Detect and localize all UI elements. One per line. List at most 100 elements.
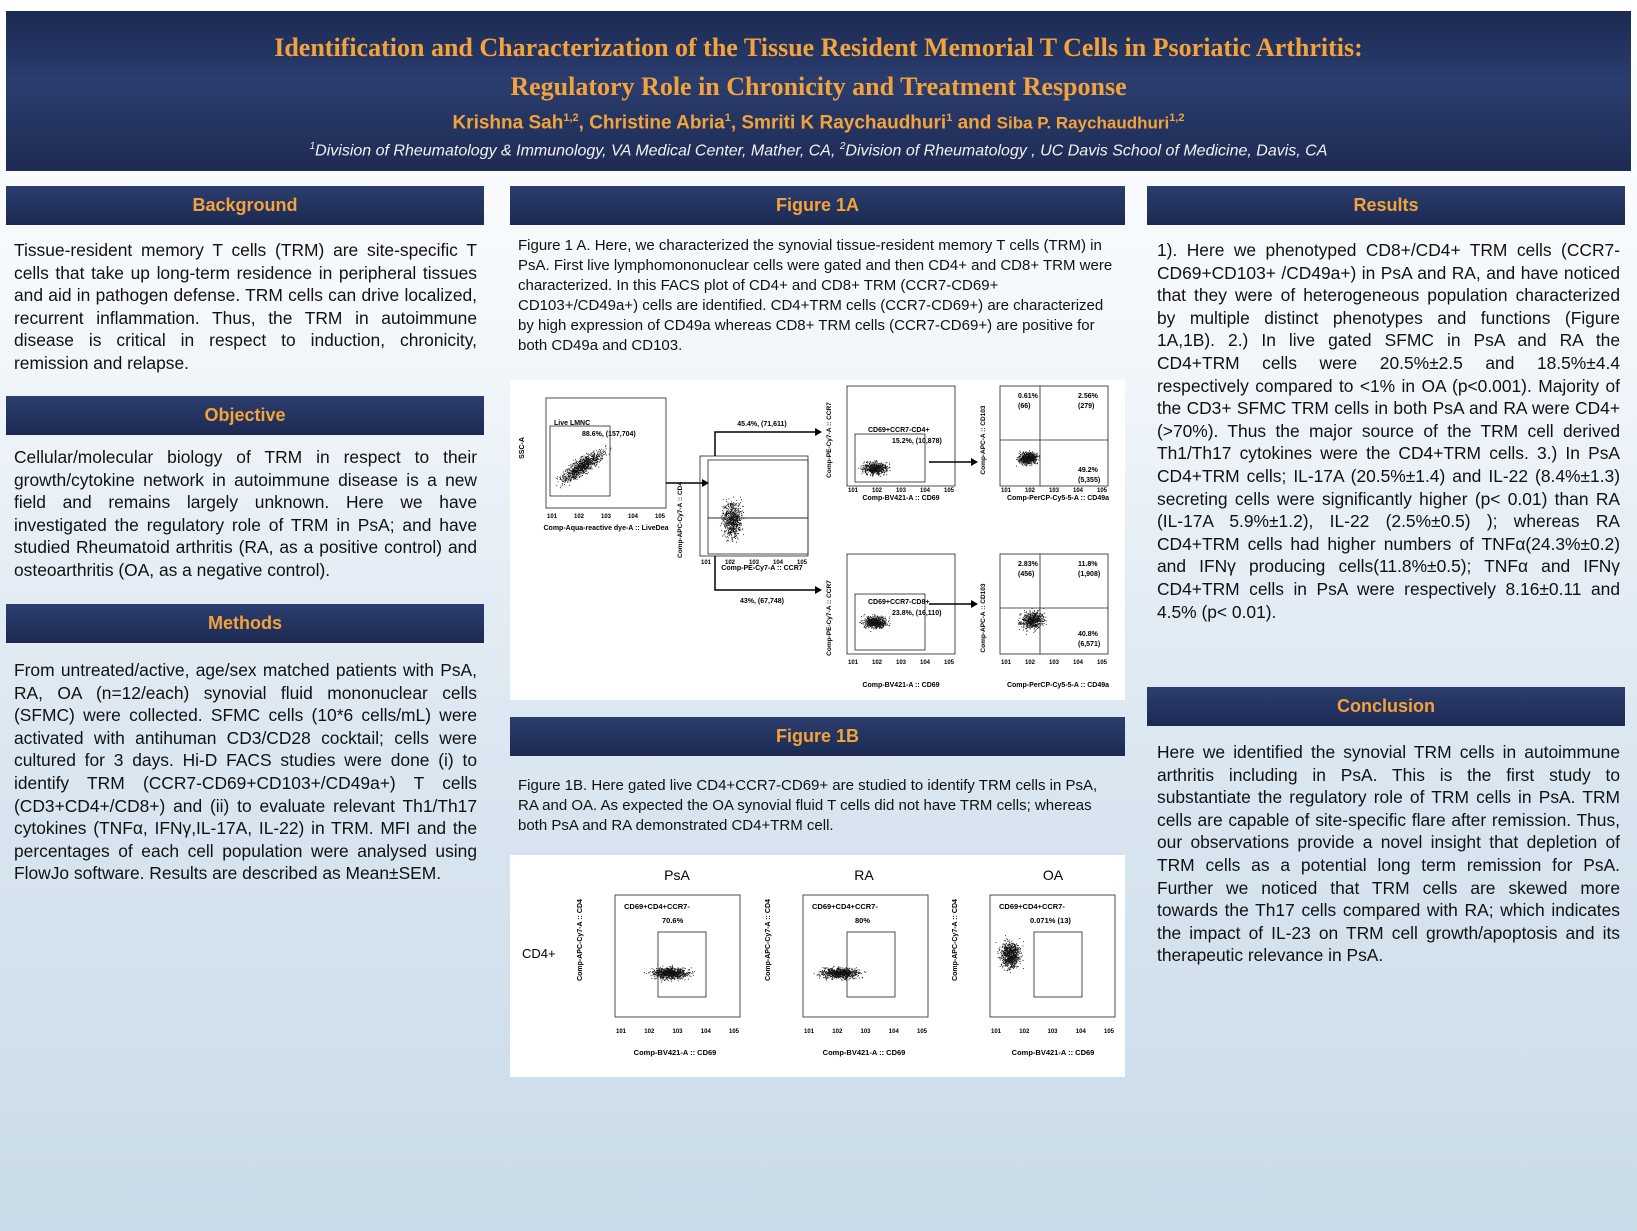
event-dot [876,626,877,627]
event-dot [569,472,571,474]
event-dot [583,469,585,470]
event-dot [584,461,586,463]
x-tick-label: 102 [872,488,883,494]
event-dot [1027,460,1029,462]
event-dot [733,508,735,510]
event-dot [738,512,740,514]
event-dot [671,976,672,977]
event-dot [1031,618,1032,620]
event-dot [1019,623,1021,625]
event-dot [737,517,739,519]
event-dot [683,969,685,971]
event-dot [662,971,664,973]
event-dot [1023,616,1024,618]
event-dot [725,523,727,525]
event-dot [867,625,868,627]
event-dot [877,616,878,618]
event-dot [724,532,726,534]
event-dot [659,968,661,970]
event-dot [883,467,885,469]
event-dot [866,461,868,463]
event-dot [732,508,734,509]
event-dot [1029,465,1031,467]
event-dot [877,470,879,472]
event-dot [739,516,740,517]
event-dot [876,466,877,467]
event-dot [592,452,594,454]
event-dot [1032,625,1034,627]
event-dot [873,465,875,466]
event-dot [588,462,590,464]
facs-plot-cd4-trm-gate: Comp-PE-Cy7-A :: CCR7 CD69+CCR7-CD4+ 15.… [826,385,978,502]
event-dot [1020,613,1022,615]
event-dot [593,457,594,459]
event-dot [1028,452,1029,454]
event-dot [740,518,742,520]
event-dot [864,468,865,470]
event-dot [1025,628,1026,630]
event-dot [878,465,880,466]
event-dot [866,473,867,474]
event-dot [879,617,881,619]
event-dot [875,473,877,475]
event-dot [1030,459,1032,461]
event-dot [665,969,667,971]
event-dot [656,976,658,978]
event-dot [731,520,733,521]
event-dot [572,474,574,476]
event-dot [872,475,874,477]
event-dot [587,466,589,468]
plot-frame [802,894,929,1018]
event-dot [669,976,671,978]
event-dot [672,978,673,979]
panel-title-ra: RA [854,867,874,883]
event-dot [737,524,739,525]
event-dot [582,475,583,476]
event-dot [741,512,742,514]
event-dot [565,475,567,477]
event-dot [564,481,566,483]
event-dot [1033,452,1035,454]
event-dot [601,458,603,460]
event-dot [567,482,569,483]
event-dot [1038,454,1040,456]
event-dot [875,618,877,620]
event-dot [857,467,859,469]
event-dot [725,531,727,533]
event-dot [681,977,682,979]
event-dot [567,480,569,481]
event-dot [738,529,740,531]
event-dot [663,974,664,976]
event-dot [580,458,582,460]
event-dot [572,477,573,478]
event-dot [663,969,664,970]
event-dot [582,462,584,464]
event-dot [878,627,880,629]
event-dot [645,973,647,974]
event-dot [1021,458,1023,460]
event-dot [874,469,875,471]
event-dot [1029,456,1031,458]
title-line-2: Regulatory Role in Chronicity and Treatm… [510,72,1127,101]
event-dot [568,472,570,474]
event-dot [873,628,875,630]
event-dot [666,967,668,969]
event-dot [679,978,681,980]
event-dot [1036,622,1038,623]
event-dot [873,470,875,472]
event-dot [1033,613,1035,615]
event-dot [1017,459,1019,461]
event-dot [883,474,884,476]
event-dot [673,978,675,980]
event-dot [572,463,574,465]
event-dot [586,466,588,468]
event-dot [593,457,595,458]
event-dot [1019,460,1021,462]
event-dot [1037,456,1039,457]
event-dot [726,515,727,516]
event-dot [583,467,585,469]
event-dot [876,618,878,620]
event-dot [1028,618,1030,620]
event-dot [576,467,578,469]
event-dot [1021,626,1023,628]
